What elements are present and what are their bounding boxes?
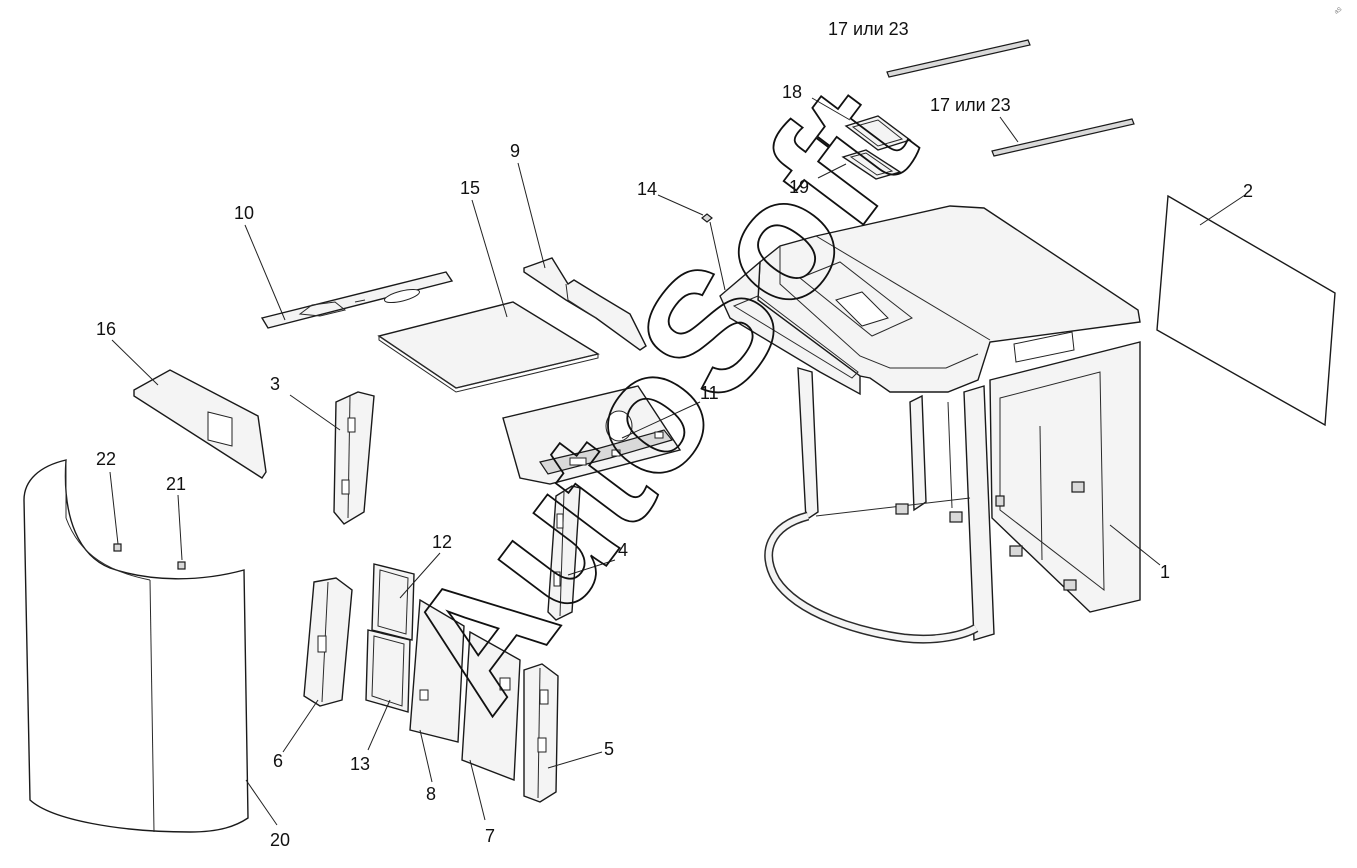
part-6-pillar [303, 577, 353, 707]
callout-2: 2 [1243, 181, 1253, 201]
part-9-panel [523, 257, 647, 351]
callout-5: 5 [604, 739, 614, 759]
callout-15: 15 [460, 178, 480, 198]
callout-10: 10 [234, 203, 254, 223]
part-17-23-strip-upper [886, 39, 1031, 78]
part-2-glass-panel [1156, 194, 1336, 427]
callout-13: 13 [350, 754, 370, 774]
callout-20: 20 [270, 830, 290, 850]
callout-21: 21 [166, 474, 186, 494]
part-1-cab-frame [719, 205, 1141, 644]
callout-9: 9 [510, 141, 520, 161]
watermark-text: AutoSoft [368, 55, 952, 742]
callout-17-lower: 17 или 23 [930, 95, 1011, 115]
callout-12: 12 [432, 532, 452, 552]
callout-16: 16 [96, 319, 116, 339]
part-12-panel [371, 563, 415, 641]
part-13-panel [365, 629, 411, 713]
callout-22: 22 [96, 449, 116, 469]
callout-3: 3 [270, 374, 280, 394]
part-10-panel [260, 271, 454, 329]
callout-11: 11 [700, 383, 719, 403]
part-15-panel [377, 301, 600, 393]
watermark: AutoSoft [367, 54, 952, 743]
part-4-pillar [547, 485, 581, 621]
part-18-grille [844, 115, 912, 151]
part-14-nut [701, 213, 713, 223]
part-11-floor-plate [502, 385, 682, 485]
callout-6: 6 [273, 751, 283, 771]
callout-19: 19 [789, 177, 809, 197]
corner-mark: aS [1334, 7, 1343, 16]
callout-14: 14 [637, 179, 657, 199]
part-8-panel [409, 598, 465, 743]
part-20-curved-wall [23, 459, 249, 833]
callout-17-upper: 17 или 23 [828, 19, 909, 39]
part-19-frame [841, 149, 902, 180]
callout-labels: 1 2 3 4 5 6 7 8 9 10 11 12 13 14 15 16 1… [96, 19, 1253, 850]
corner-mark-text: aS [1334, 7, 1343, 16]
part-17-23-strip-lower [991, 118, 1135, 157]
part-16-panel [133, 369, 267, 479]
leader-lines [109, 97, 1246, 826]
part-3-pillar [333, 391, 375, 525]
callout-4: 4 [618, 540, 628, 560]
part-7-panel [461, 630, 521, 782]
callout-7: 7 [485, 826, 495, 846]
callout-18: 18 [782, 82, 802, 102]
callout-1: 1 [1160, 562, 1170, 582]
callout-8: 8 [426, 784, 436, 804]
